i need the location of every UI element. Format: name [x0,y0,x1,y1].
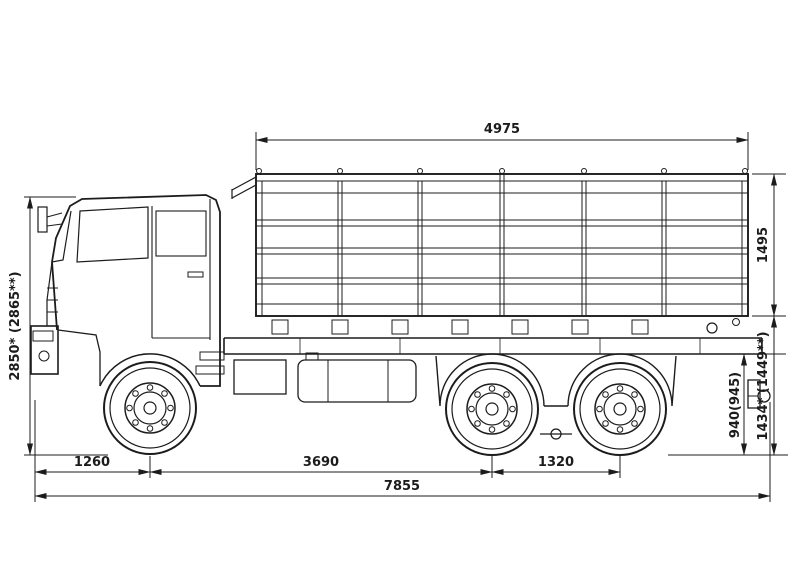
cargo-bed-group [231,168,749,335]
chassis-group [223,337,771,440]
cab-group [30,194,225,387]
dim-rear-bogie-base: 1320 [538,455,574,470]
dim-overall-length: 7855 [384,479,420,494]
wheel-middle [445,362,539,456]
wheel-front [103,361,197,455]
dim-front-overhang: 1260 [74,455,110,470]
dim-overall-height: 2850* (2865**) [8,271,23,380]
dim-bed-height: 1495 [756,227,771,263]
dim-loading-height: 1434* (1449**) [756,331,771,440]
dim-frame-height: 940(945) [728,372,743,438]
dim-wheelbase: 3690 [303,455,339,470]
dimension-labels-group: 4975 1495 1434* (1449**) 940(945) 2850* … [8,122,771,494]
dimension-lines-group [24,132,788,502]
wheel-rear [573,362,667,456]
dim-bed-length: 4975 [484,122,520,137]
